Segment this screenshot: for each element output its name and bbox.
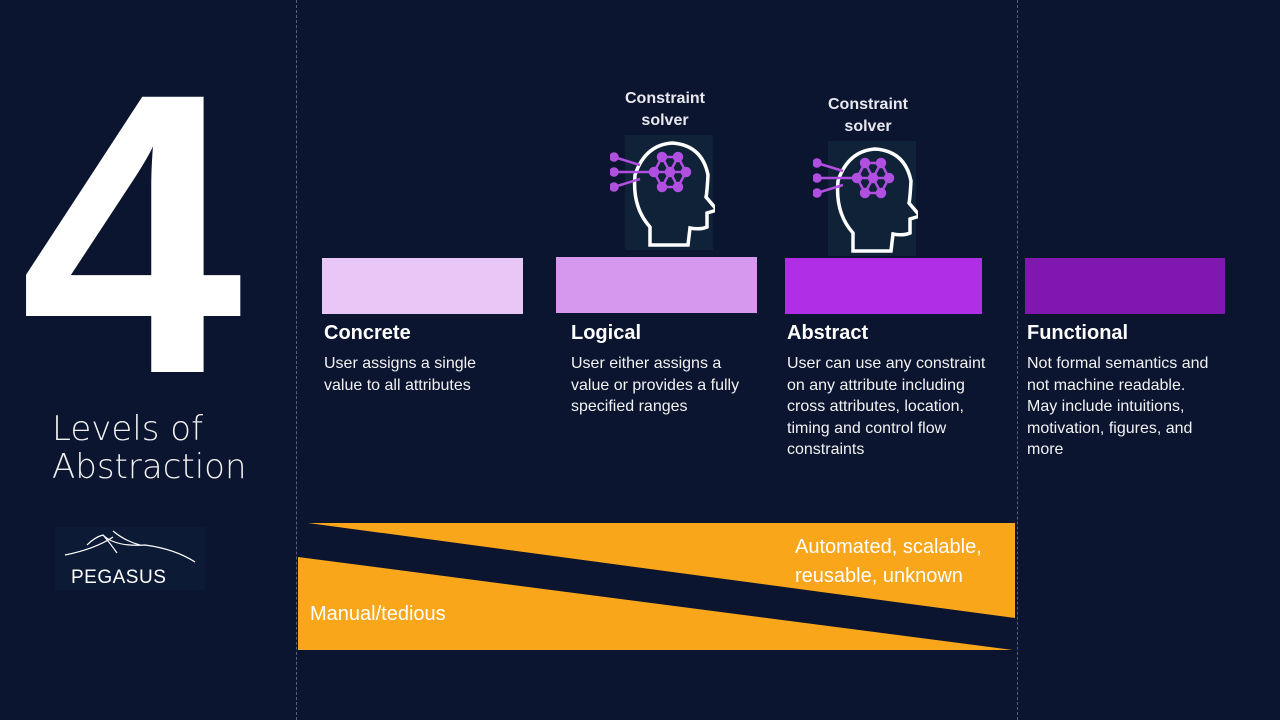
subtitle-line2: Abstraction	[52, 447, 247, 487]
ai-head-icon	[813, 141, 918, 256]
big-number: 4	[20, 10, 242, 457]
ribbon-manual-wedge	[298, 557, 1013, 650]
solver-label-abstract: Constraint solver	[808, 94, 928, 138]
level-title-concrete: Concrete	[324, 322, 411, 344]
ribbon-label-automated: Automated, scalable, reusable, unknown	[795, 533, 982, 591]
level-title-abstract: Abstract	[787, 322, 869, 344]
level-bar-abstract	[785, 258, 982, 314]
ribbon-label-manual: Manual/tedious	[310, 603, 446, 625]
ribbon-label-line2: reusable, unknown	[795, 565, 963, 587]
solver-label-line2: solver	[641, 112, 689, 129]
divider-right	[1017, 0, 1018, 720]
ribbon-label-line1: Automated, scalable,	[795, 536, 982, 558]
subtitle: Levels of Abstraction	[52, 410, 247, 486]
solver-label-logical: Constraint solver	[605, 88, 725, 132]
solver-label-line1: Constraint	[625, 90, 705, 107]
solver-label-line1: Constraint	[828, 96, 908, 113]
level-desc-abstract: User can use any constraint on any attri…	[787, 355, 986, 458]
divider-left	[296, 0, 297, 720]
pegasus-wing-icon	[64, 530, 196, 563]
subtitle-line1: Levels of	[52, 409, 204, 449]
level-bar-concrete	[322, 258, 523, 314]
ribbon-automated-wedge	[308, 523, 1015, 618]
logo-text: PEGASUS	[71, 567, 167, 588]
level-desc-concrete: User assigns a single value to all attri…	[324, 355, 477, 394]
solver-label-line2: solver	[844, 118, 892, 135]
ai-head-icon	[610, 135, 715, 250]
level-title-logical: Logical	[571, 322, 642, 344]
level-bar-logical	[556, 257, 757, 313]
pegasus-logo: PEGASUS	[55, 527, 205, 590]
level-title-functional: Functional	[1027, 322, 1129, 344]
level-desc-logical: User either assigns a value or provides …	[571, 355, 740, 415]
level-bar-functional	[1025, 258, 1225, 314]
level-desc-functional: Not formal semantics and not machine rea…	[1027, 355, 1209, 458]
